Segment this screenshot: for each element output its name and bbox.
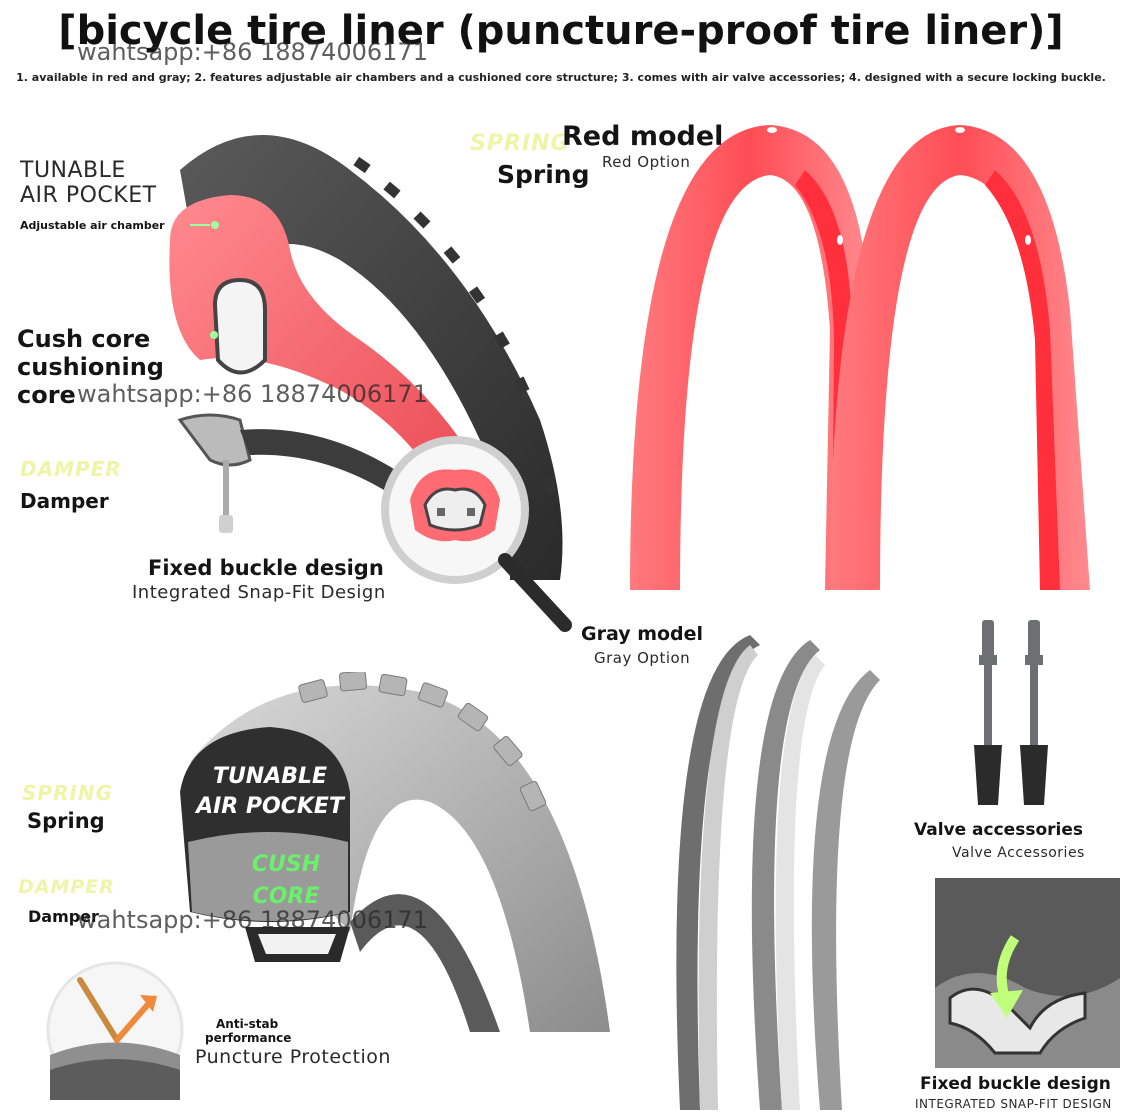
valve-title: Valve accessories	[914, 820, 1083, 840]
buckle-sub-top: Integrated Snap-Fit Design	[132, 582, 386, 603]
tunable-label-line1: TUNABLE	[20, 158, 126, 183]
magnifier-illustration	[375, 430, 585, 640]
gray-model-sub: Gray Option	[594, 649, 691, 667]
cush-label-line2: cushioning	[17, 353, 164, 381]
spring-label-bottom: Spring	[27, 809, 105, 833]
damper-ghost-label: DAMPER	[20, 457, 122, 481]
cush-label-line1: Cush core	[17, 325, 151, 353]
badge-core-line2: CORE	[252, 884, 320, 909]
anti-stab-icon	[45, 960, 185, 1100]
gray-liner-rings-illustration	[660, 630, 900, 1110]
gray-model-title: Gray model	[581, 623, 704, 645]
spring-label-top: Spring	[497, 160, 590, 189]
valve-sub: Valve Accessories	[952, 845, 1085, 861]
cush-label-line3: core	[17, 381, 76, 409]
watermark-middle: wahtsapp:+86 18874006171	[77, 380, 428, 408]
badge-tunable-line2: AIR POCKET	[196, 794, 344, 819]
gray-liner-cutaway-illustration	[170, 672, 620, 1037]
buckle-title-bottom: Fixed buckle design	[920, 1074, 1111, 1094]
valve-accessories-illustration	[962, 615, 1062, 810]
buckle-title-top: Fixed buckle design	[148, 556, 384, 580]
damper-label: Damper	[20, 489, 109, 513]
features-line: 1. available in red and gray; 2. feature…	[16, 71, 1106, 84]
red-model-title: Red model	[562, 121, 724, 152]
spring-ghost-top: SPRING	[470, 131, 570, 156]
tunable-label-line2: AIR POCKET	[20, 183, 157, 208]
antistab-line1: Anti-stab	[216, 1017, 279, 1031]
red-model-sub: Red Option	[602, 153, 691, 171]
red-liner-rings-illustration	[620, 110, 1100, 595]
watermark-top: wahtsapp:+86 18874006171	[77, 38, 428, 66]
puncture-protection-label: Puncture Protection	[195, 1046, 391, 1068]
antistab-line2: performance	[205, 1031, 292, 1045]
badge-core-line1: CUSH	[251, 852, 321, 877]
watermark-bottom: wahtsapp:+86 18874006171	[77, 906, 428, 934]
spring-ghost-bottom: SPRING	[22, 781, 114, 805]
badge-tunable-line1: TUNABLE	[212, 764, 328, 789]
damper-label-bottom: Damper	[28, 907, 99, 926]
buckle-detail-illustration	[935, 878, 1120, 1068]
buckle-sub-bottom: INTEGRATED SNAP-FIT DESIGN	[915, 1097, 1112, 1111]
page-title: [bicycle tire liner (puncture-proof tire…	[58, 8, 1064, 54]
tunable-sub-label: Adjustable air chamber	[20, 219, 165, 232]
damper-ghost-bottom: DAMPER	[18, 876, 115, 898]
